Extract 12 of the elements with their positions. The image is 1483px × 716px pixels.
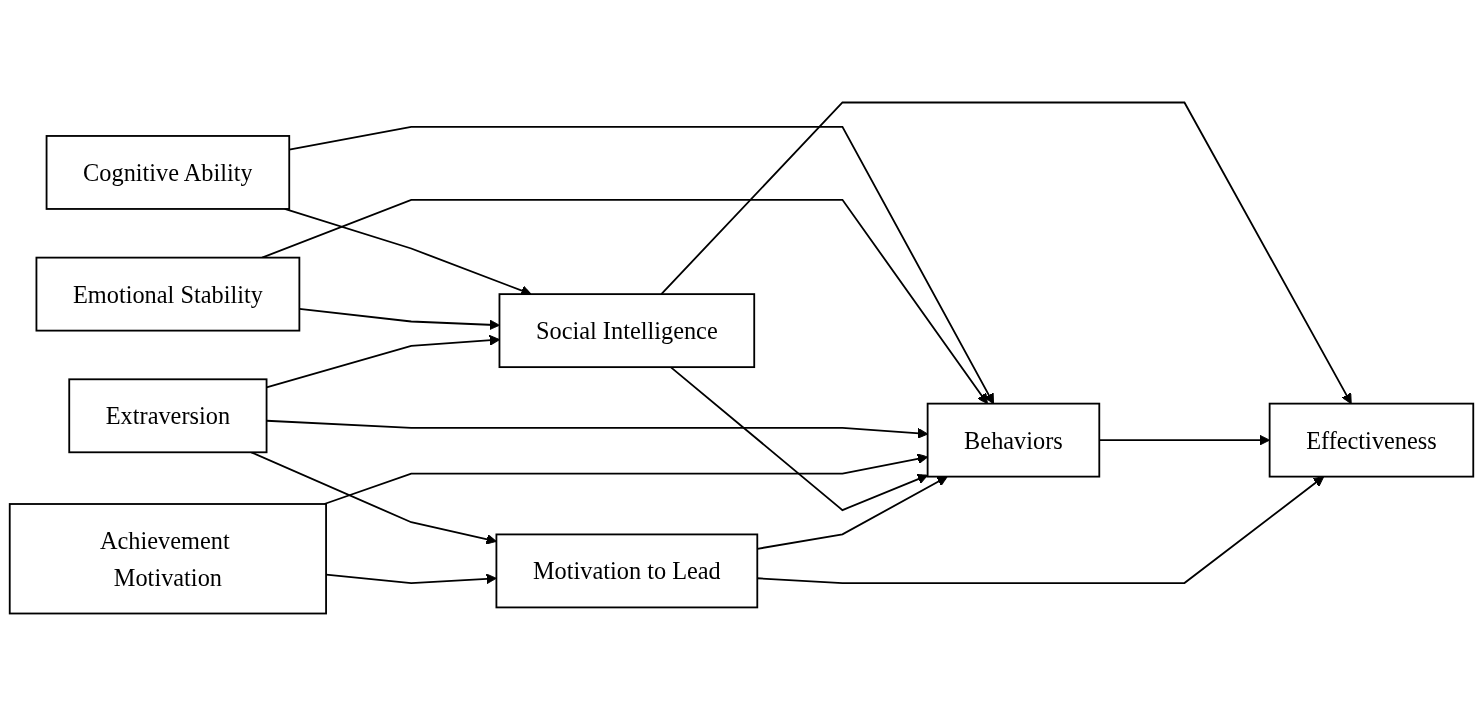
node-box: Extraversion: [68, 378, 268, 454]
node-box: Behaviors: [926, 402, 1101, 478]
arrow: [660, 101, 1352, 405]
arrow: [250, 451, 497, 545]
node-box: Effectiveness: [1268, 402, 1475, 478]
node-box: Achievement Motivation: [8, 503, 327, 615]
node-box: Social Intelligence: [498, 293, 756, 369]
arrow: [261, 198, 988, 405]
node-box: Emotional Stability: [35, 256, 301, 332]
node-box: Motivation to Lead: [495, 533, 759, 609]
node-box: Cognitive Ability: [45, 135, 291, 210]
arrow: [669, 366, 929, 512]
